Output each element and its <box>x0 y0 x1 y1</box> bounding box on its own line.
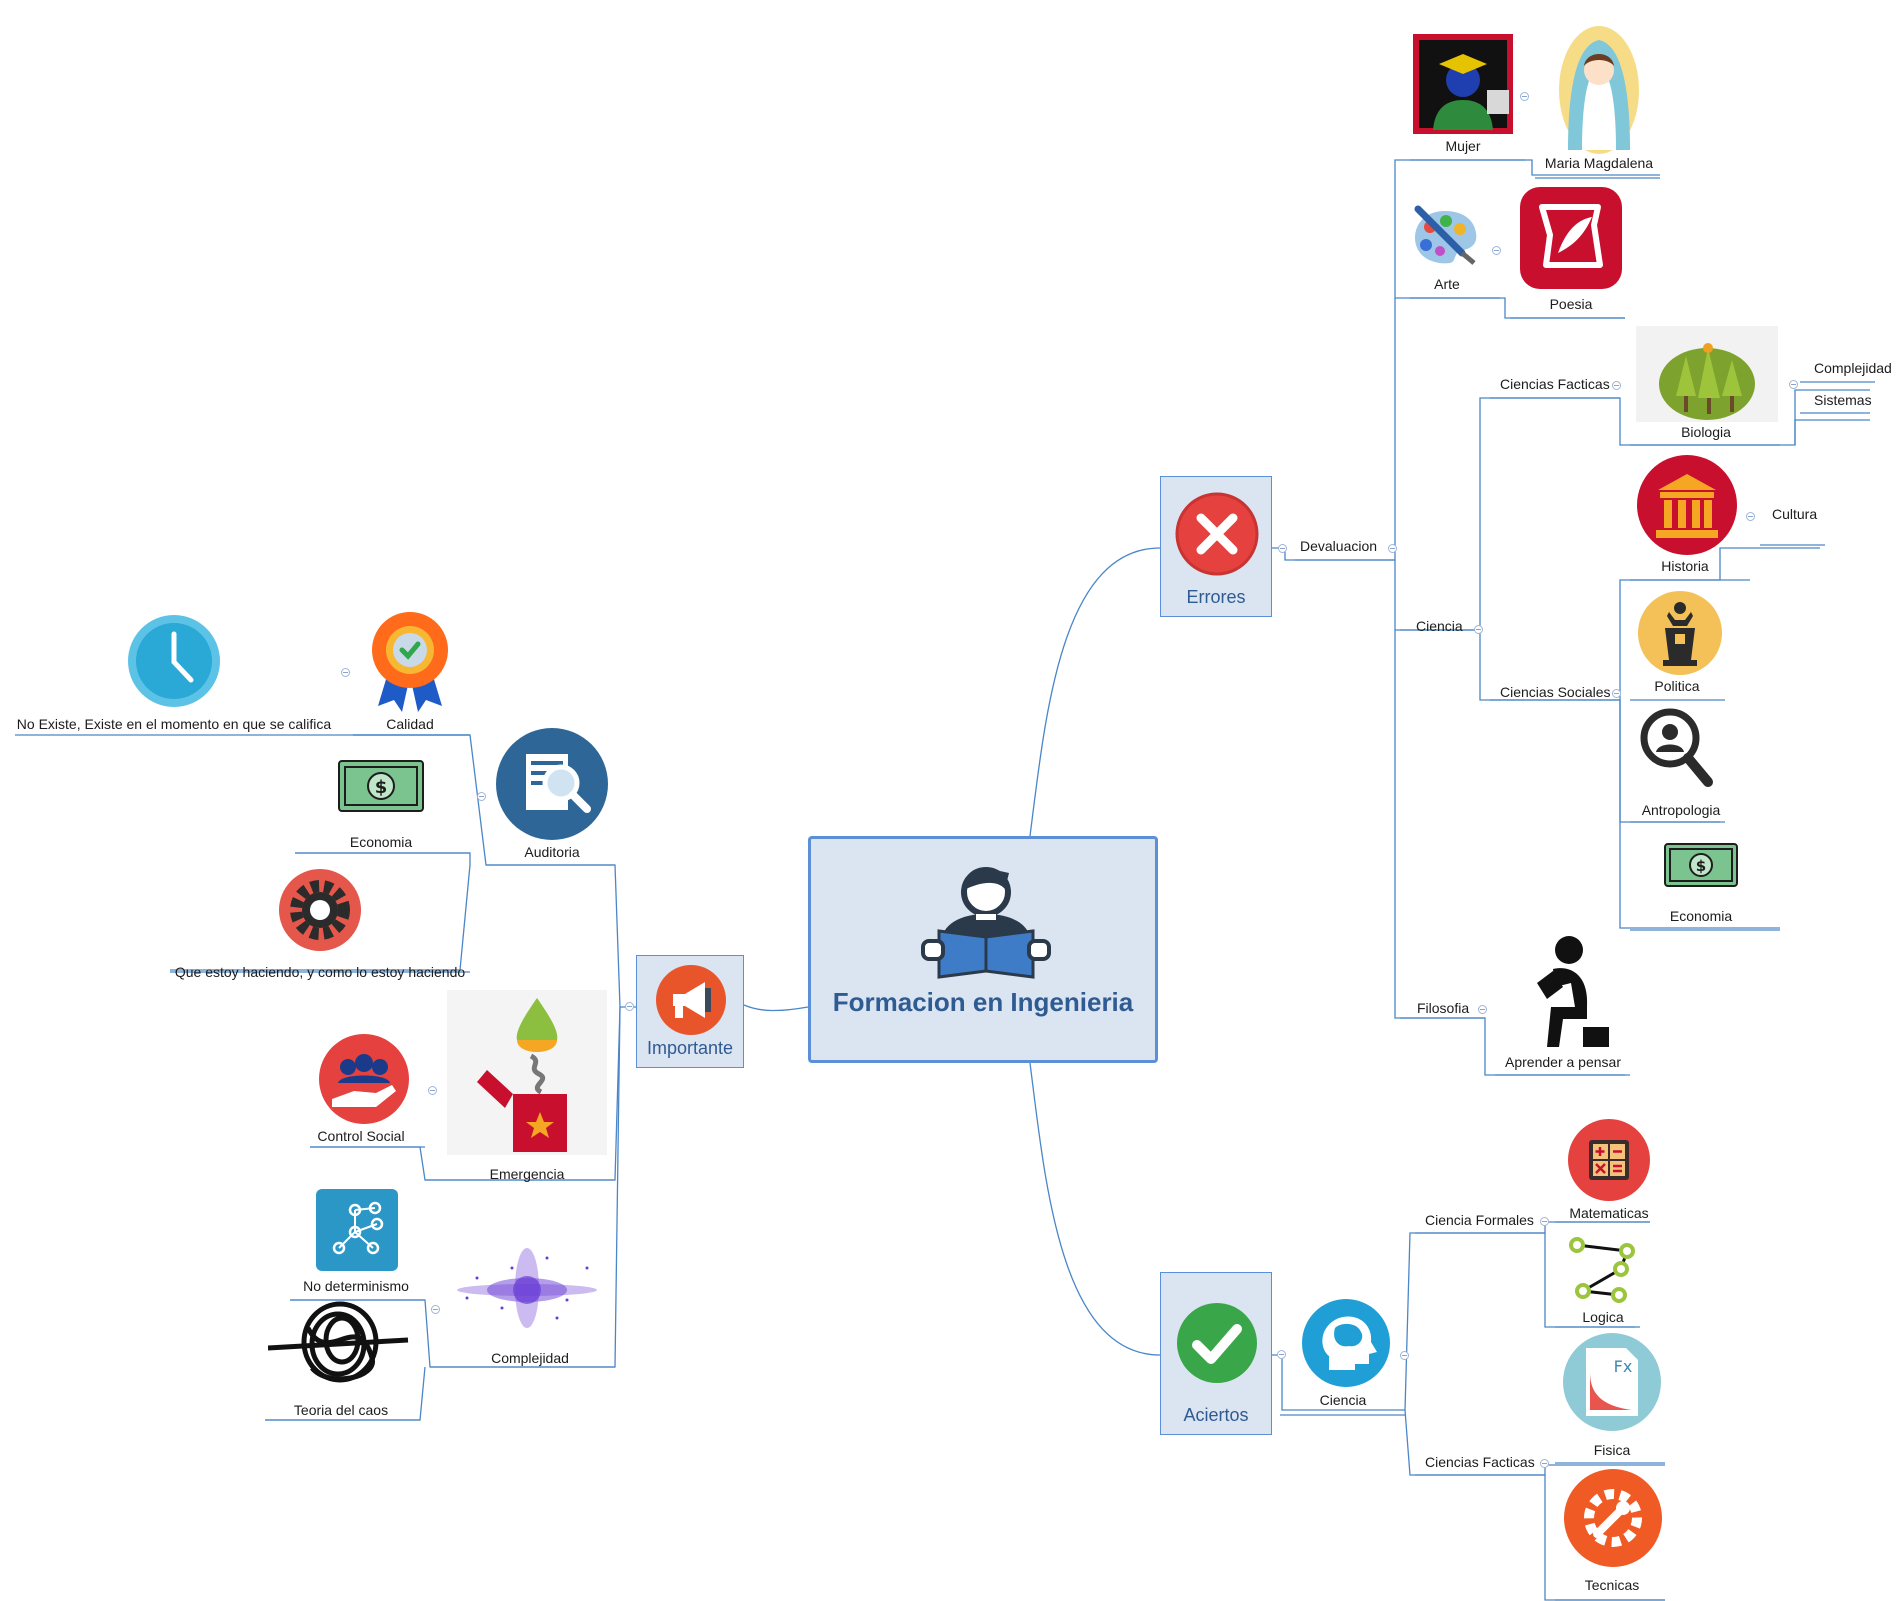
collapse-toggle[interactable] <box>625 1002 634 1011</box>
collapse-toggle[interactable] <box>1388 544 1397 553</box>
collapse-toggle[interactable] <box>477 792 486 801</box>
svg-text:$: $ <box>1696 857 1706 875</box>
magnifier-person-icon <box>1638 706 1714 788</box>
topic-ciencia-aciertos[interactable]: Ciencia <box>1319 1392 1367 1408</box>
green-check-icon <box>1175 1301 1259 1385</box>
collapse-toggle[interactable] <box>1520 92 1529 101</box>
logic-nodes-icon <box>1567 1237 1637 1303</box>
topic-aprender-a-pensar[interactable]: Aprender a pensar <box>1505 1054 1621 1070</box>
central-topic[interactable]: Formacion en Ingenieria <box>808 836 1158 1063</box>
topic-no-determinismo[interactable]: No determinismo <box>303 1278 409 1294</box>
collapse-toggle[interactable] <box>1612 381 1621 390</box>
topic-filosofia[interactable]: Filosofia <box>1417 1000 1470 1016</box>
collapse-toggle[interactable] <box>1492 246 1501 255</box>
branch-importante-label: Importante <box>646 1038 734 1058</box>
graduate-woman-image <box>1413 34 1513 134</box>
politics-podium-icon <box>1637 590 1723 676</box>
topic-historia[interactable]: Historia <box>1661 558 1709 574</box>
collapse-toggle[interactable] <box>1612 689 1621 698</box>
topic-control-social[interactable]: Control Social <box>317 1128 405 1144</box>
person-reading-book-icon <box>921 859 1051 979</box>
topic-ciencias-facticas[interactable]: Ciencias Facticas <box>1500 376 1610 392</box>
social-control-hand-icon <box>318 1033 410 1125</box>
branch-importante[interactable]: Importante <box>636 955 744 1068</box>
physics-formula-icon: Fx <box>1562 1332 1662 1432</box>
topic-arte[interactable]: Arte <box>1434 276 1460 292</box>
topic-ciencia-formales[interactable]: Ciencia Formales <box>1425 1212 1534 1228</box>
quality-badge-icon <box>360 606 460 714</box>
collapse-toggle[interactable] <box>431 1305 440 1314</box>
gear-icon <box>278 868 362 952</box>
topic-maria-magdalena[interactable]: Maria Magdalena <box>1544 155 1654 171</box>
topic-no-existe[interactable]: No Existe, Existe en el momento en que s… <box>16 716 332 732</box>
chaos-scribble-icon <box>268 1298 412 1394</box>
topic-politica[interactable]: Politica <box>1654 678 1700 694</box>
topic-biologia[interactable]: Biologia <box>1681 424 1731 440</box>
museum-history-icon <box>1636 454 1738 556</box>
collapse-toggle[interactable] <box>1400 1351 1409 1360</box>
brain-head-icon <box>1301 1298 1391 1388</box>
topic-economia-errores[interactable]: Economia <box>1669 908 1733 924</box>
topic-teoria-del-caos[interactable]: Teoria del caos <box>293 1402 389 1418</box>
topic-economia-importante[interactable]: Economia <box>349 834 413 850</box>
collapse-toggle[interactable] <box>1277 1350 1286 1359</box>
topic-ciencia[interactable]: Ciencia <box>1416 618 1463 634</box>
branch-aciertos-label: Aciertos <box>1183 1405 1249 1425</box>
svg-text:$: $ <box>375 777 388 798</box>
physics-fx-text: Fx <box>1614 1357 1633 1376</box>
topic-complejidad-importante[interactable]: Complejidad <box>491 1350 569 1366</box>
collapse-toggle[interactable] <box>1789 380 1798 389</box>
megaphone-icon <box>655 964 727 1036</box>
calculator-icon <box>1567 1118 1651 1202</box>
forest-biology-image <box>1636 326 1778 422</box>
virgin-mary-image <box>1556 20 1642 155</box>
thinker-reading-icon <box>1513 935 1613 1050</box>
topic-logica[interactable]: Logica <box>1582 1309 1624 1325</box>
collapse-toggle[interactable] <box>1540 1217 1549 1226</box>
topic-tecnicas[interactable]: Tecnicas <box>1584 1577 1640 1593</box>
topic-poesia[interactable]: Poesia <box>1549 296 1593 312</box>
dollar-bill-icon: $ <box>338 760 424 812</box>
wrench-gear-icon <box>1563 1468 1663 1568</box>
collapse-toggle[interactable] <box>1746 512 1755 521</box>
paint-palette-icon <box>1410 205 1480 270</box>
poetry-scroll-icon <box>1518 185 1624 291</box>
collapse-toggle[interactable] <box>1278 544 1287 553</box>
topic-matematicas[interactable]: Matematicas <box>1569 1205 1649 1221</box>
topic-sistemas[interactable]: Sistemas <box>1814 392 1872 408</box>
central-topic-title: Formacion en Ingenieria <box>832 987 1134 1017</box>
topic-complejidad-errores[interactable]: Complejidad <box>1814 360 1892 376</box>
topic-cultura[interactable]: Cultura <box>1772 506 1818 522</box>
collapse-toggle[interactable] <box>1478 1005 1487 1014</box>
branch-aciertos[interactable]: Aciertos <box>1160 1272 1272 1435</box>
collapse-toggle[interactable] <box>1540 1459 1549 1468</box>
topic-calidad[interactable]: Calidad <box>386 716 434 732</box>
collapse-toggle[interactable] <box>1474 625 1483 634</box>
topic-auditoria[interactable]: Auditoria <box>524 844 580 860</box>
topic-mujer[interactable]: Mujer <box>1445 138 1481 154</box>
collapse-toggle[interactable] <box>341 668 350 677</box>
network-nodes-icon <box>315 1188 399 1272</box>
topic-que-estoy-haciendo[interactable]: Que estoy haciendo, y como lo estoy haci… <box>174 964 466 980</box>
topic-devaluacion[interactable]: Devaluacion <box>1300 538 1378 554</box>
topic-ciencias-facticas-aciertos[interactable]: Ciencias Facticas <box>1425 1454 1535 1470</box>
document-audit-icon <box>495 727 609 841</box>
topic-fisica[interactable]: Fisica <box>1593 1442 1631 1458</box>
topic-emergencia[interactable]: Emergencia <box>489 1166 565 1182</box>
branch-errores-label: Errores <box>1186 587 1246 607</box>
collapse-toggle[interactable] <box>428 1086 437 1095</box>
jack-in-box-image <box>447 990 607 1155</box>
topic-antropologia[interactable]: Antropologia <box>1641 802 1721 818</box>
clock-icon <box>127 614 221 708</box>
red-x-icon <box>1175 492 1259 576</box>
dollar-bill-icon: $ <box>1664 843 1738 887</box>
topic-ciencias-sociales[interactable]: Ciencias Sociales <box>1500 684 1611 700</box>
particle-scatter-image <box>447 1238 607 1338</box>
branch-errores[interactable]: Errores <box>1160 476 1272 617</box>
